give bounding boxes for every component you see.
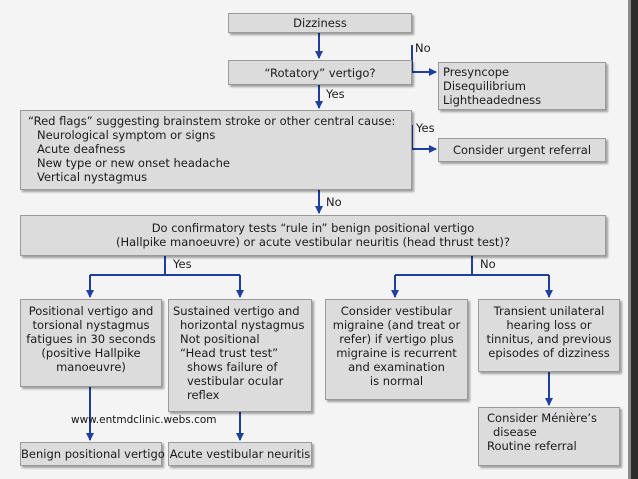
sustained-item: “Head trust test”	[180, 346, 279, 360]
sustained-item: Not positional	[180, 332, 260, 346]
positional-line: manoeuvre)	[56, 360, 126, 374]
node-sustained-vertigo: Sustained vertigo and horizontal nystagm…	[168, 299, 312, 412]
label-no-confirm: No	[480, 257, 496, 271]
transient-line: hearing loss or	[506, 318, 592, 332]
migraine-line: Consider vestibular	[340, 304, 453, 318]
positional-line: torsional nystagmus	[32, 318, 150, 332]
label-yes-redflags: Yes	[416, 121, 435, 135]
node-dizziness: Dizziness	[228, 13, 412, 33]
transient-line: Transient unilateral	[493, 304, 605, 318]
migraine-line: migraine (and treat or	[332, 318, 461, 332]
urgent-referral-text: Consider urgent referral	[452, 143, 592, 157]
confirm-question-line: Do confirmatory tests “rule in” benign p…	[151, 221, 475, 235]
watermark-text: www.entmdclinic.webs.com	[71, 414, 217, 426]
node-acute-vestibular-neuritis: Acute vestibular neuritis	[168, 442, 312, 466]
node-positional-vertigo: Positional vertigo and torsional nystagm…	[20, 299, 162, 387]
sustained-sub: reflex	[187, 388, 220, 402]
node-benign-positional-vertigo: Benign positional vertigo	[20, 442, 165, 466]
meniere-line: Routine referral	[487, 439, 577, 453]
avn-text: Acute vestibular neuritis	[169, 447, 311, 461]
migraine-line: and examination	[348, 360, 445, 374]
node-menieres: Consider Ménière’s disease Routine refer…	[478, 407, 620, 466]
red-flag-item: Acute deafness	[37, 142, 126, 156]
rotatory-question-text: “Rotatory” vertigo?	[264, 66, 376, 80]
arrow-rotatory-no	[411, 45, 437, 76]
red-flags-heading: “Red flags” suggesting brainstem stroke …	[28, 114, 396, 128]
red-flag-item: Neurological symptom or signs	[37, 128, 216, 142]
sustained-line: Sustained vertigo and	[173, 304, 300, 318]
arrow-redflags-yes	[411, 125, 437, 153]
sustained-line: horizontal nystagmus	[180, 318, 305, 332]
node-urgent-referral: Consider urgent referral	[438, 138, 606, 162]
node-red-flags: “Red flags” suggesting brainstem stroke …	[20, 110, 412, 190]
confirm-question-line: (Hallpike manoeuvre) or acute vestibular…	[115, 235, 510, 249]
transient-line: tinnitus, and previous	[486, 332, 612, 346]
slide-edge-decoration	[628, 0, 638, 479]
meniere-line: Consider Ménière’s	[487, 411, 598, 425]
label-yes-rotatory: Yes	[326, 87, 345, 101]
migraine-line: migraine is recurrent	[336, 346, 457, 360]
label-yes-confirm: Yes	[173, 257, 192, 271]
node-dizziness-text: Dizziness	[293, 16, 347, 30]
sustained-sub: vestibular ocular	[187, 374, 284, 388]
positional-line: fatigues in 30 seconds	[26, 332, 156, 346]
presyncope-text: Presyncope	[443, 65, 510, 79]
positional-line: (positive Hallpike	[41, 346, 141, 360]
red-flag-item: Vertical nystagmus	[37, 170, 148, 184]
sustained-sub: shows failure of	[187, 360, 278, 374]
node-vestibular-migraine: Consider vestibular migraine (and treat …	[325, 299, 468, 400]
lightheadedness-text: Lightheadedness	[443, 93, 542, 107]
migraine-line: refer) if vertigo plus	[339, 332, 454, 346]
meniere-line: disease	[493, 425, 537, 439]
node-transient-hearing-loss: Transient unilateral hearing loss or tin…	[478, 299, 620, 372]
bpv-text: Benign positional vertigo	[21, 447, 165, 461]
positional-line: Positional vertigo and	[28, 304, 154, 318]
disequilibrium-text: Disequilibrium	[443, 79, 527, 93]
node-confirmatory-tests: Do confirmatory tests “rule in” benign p…	[20, 215, 606, 256]
node-non-vertigo: Presyncope Disequilibrium Lightheadednes…	[438, 62, 606, 110]
node-rotatory-question: “Rotatory” vertigo?	[228, 60, 412, 85]
red-flag-item: New type or new onset headache	[37, 156, 230, 170]
migraine-line: is normal	[369, 374, 424, 388]
label-no-rotatory: No	[415, 41, 431, 55]
transient-line: episodes of dizziness	[488, 346, 610, 360]
label-no-redflags: No	[326, 195, 342, 209]
